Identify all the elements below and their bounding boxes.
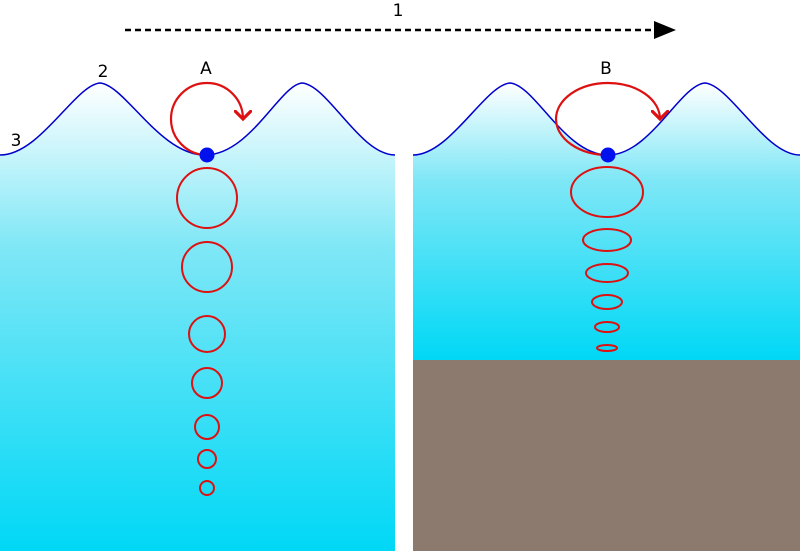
shallow-water-particle	[600, 147, 616, 163]
shallow-orbit	[570, 166, 644, 218]
label-deep-panel: A	[200, 59, 212, 79]
deep-orbit	[199, 480, 215, 496]
direction-arrow	[125, 21, 676, 39]
deep-water-particle	[199, 147, 215, 163]
shallow-orbit	[585, 263, 629, 283]
label-surface: 3	[11, 131, 22, 151]
shallow-orbit	[594, 321, 620, 333]
deep-orbit	[181, 241, 233, 293]
deep-orbit	[191, 367, 223, 399]
deep-surface-orbit	[169, 81, 243, 157]
label-direction: 1	[393, 1, 404, 21]
shallow-surface-orbit	[554, 81, 660, 157]
deep-water-body	[0, 83, 395, 551]
shallow-orbit	[596, 344, 618, 352]
deep-orbit	[194, 414, 220, 440]
deep-orbit-stack	[176, 167, 238, 496]
label-crest: 2	[98, 62, 109, 82]
shallow-water-body	[413, 83, 800, 360]
direction-arrow-head	[654, 21, 676, 39]
shallow-water-panel	[412, 81, 800, 551]
label-shallow-panel: B	[600, 59, 612, 79]
shallow-orbit	[582, 228, 632, 252]
deep-orbit	[197, 449, 217, 469]
deep-water-panel	[0, 81, 396, 551]
shallow-orbit	[591, 294, 623, 310]
deep-orbit	[176, 167, 238, 229]
shallow-orbit-stack	[570, 166, 644, 352]
deep-orbit	[188, 315, 226, 353]
seabed	[413, 360, 800, 551]
